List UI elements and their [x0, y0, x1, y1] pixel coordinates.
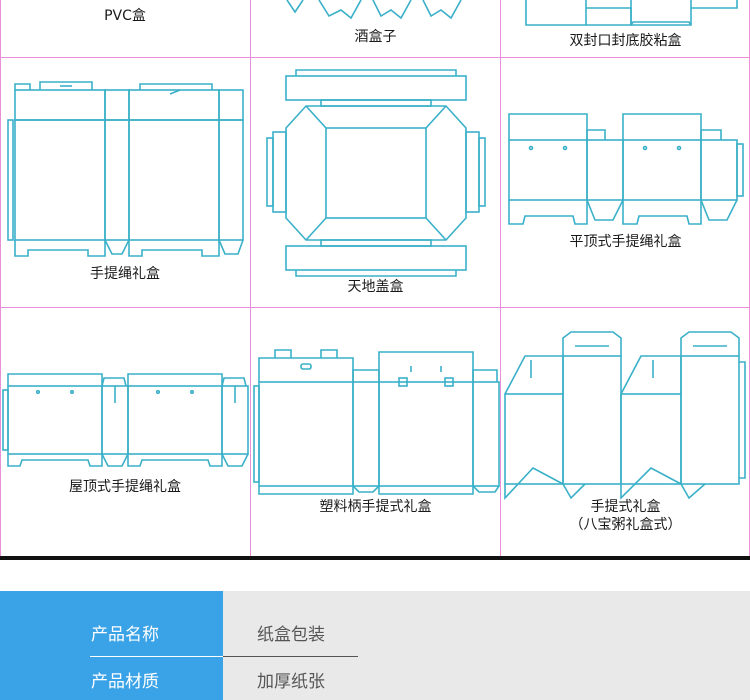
cell-handle-gift-box: 手提式礼盒 （八宝粥礼盒式）: [501, 308, 750, 556]
grid-line: [250, 0, 251, 558]
dieline-double-seal-box: [525, 0, 738, 26]
cell-caption: 天地盖盒: [347, 279, 404, 295]
cell-wine-box: 酒盒子: [251, 0, 500, 57]
section-divider: [0, 556, 750, 560]
grid-line: [0, 57, 750, 58]
spec-label-column: [0, 591, 223, 700]
dieline-lid-base-box: [266, 69, 486, 277]
spec-value-product-name: 纸盒包装: [257, 625, 325, 645]
cell-caption: 酒盒子: [354, 29, 397, 45]
spec-label-material: 产品材质: [91, 672, 159, 692]
cell-plastic-handle-box: 塑料柄手提式礼盒: [251, 308, 500, 556]
spec-table: 产品名称 纸盒包装 产品材质 加厚纸张: [0, 591, 750, 700]
cell-double-seal-box: 双封口封底胶粘盒: [501, 0, 750, 57]
cell-caption-sub: （八宝粥礼盒式）: [569, 517, 682, 533]
cell-rope-handle-box: 手提绳礼盒: [0, 58, 250, 307]
cell-caption: 平顶式手提绳礼盒: [569, 234, 682, 250]
cell-caption: 屋顶式手提绳礼盒: [69, 479, 181, 495]
cell-caption: 塑料柄手提式礼盒: [319, 499, 432, 515]
cell-caption: 手提式礼盒: [590, 499, 661, 515]
grid-line: [0, 307, 750, 308]
cell-flat-top-rope-box: 平顶式手提绳礼盒: [501, 58, 750, 307]
dieline-roof-top-rope-box: [2, 373, 249, 467]
cell-pvc-box: PVC盒: [0, 0, 250, 57]
box-style-grid: PVC盒 酒盒子 双封口封底胶粘盒: [0, 0, 750, 558]
cell-lid-base-box: 天地盖盒: [251, 58, 500, 307]
cell-caption: 手提绳礼盒: [90, 266, 160, 282]
spec-row-divider: [223, 656, 358, 657]
spec-label-product-name: 产品名称: [91, 625, 159, 645]
spec-row-divider: [90, 656, 223, 657]
grid-line: [0, 0, 1, 558]
dieline-wine-box: [286, 0, 462, 20]
cell-caption: PVC盒: [104, 8, 146, 24]
grid-line: [500, 0, 501, 558]
spec-value-material: 加厚纸张: [257, 672, 325, 692]
cell-caption: 双封口封底胶粘盒: [569, 33, 682, 49]
dieline-flat-top-rope-box: [508, 113, 744, 225]
cell-roof-top-rope-box: 屋顶式手提绳礼盒: [0, 308, 250, 556]
dieline-rope-handle-box: [7, 81, 244, 257]
dieline-handle-gift-box: [504, 331, 746, 501]
dieline-plastic-handle-box: [253, 349, 500, 495]
